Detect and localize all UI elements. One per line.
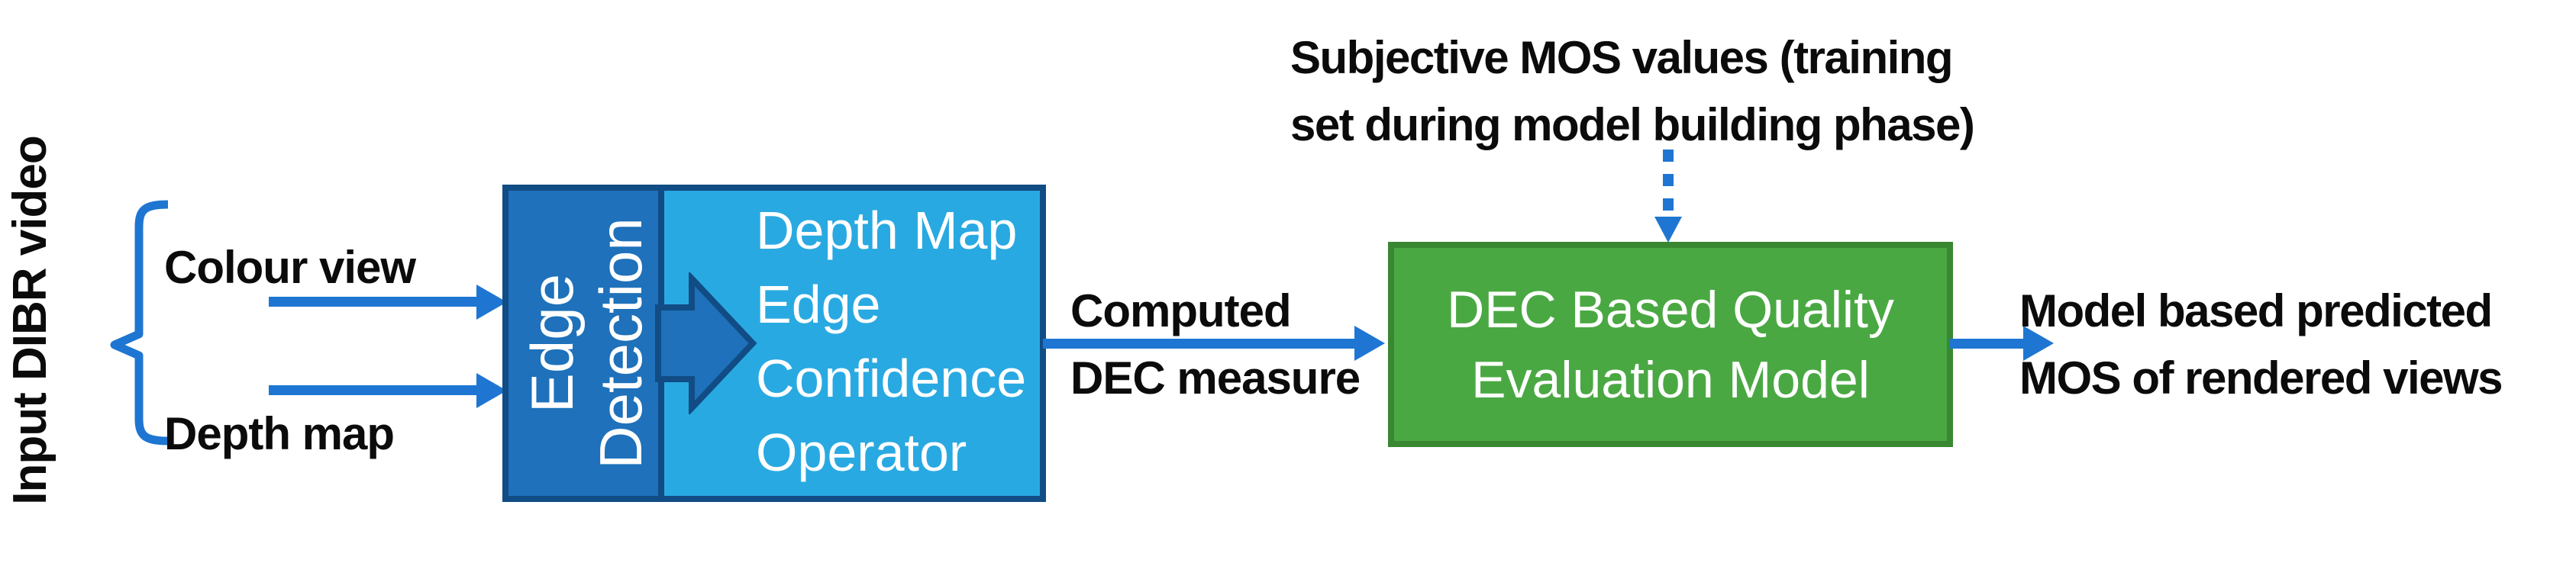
training-dashed-arrow-shaft (1663, 150, 1674, 220)
dec-operator-line4: Operator (756, 423, 967, 482)
quality-model-box: DEC Based Quality Evaluation Model (1388, 242, 1953, 447)
computed-dec-arrow-shaft (1043, 339, 1357, 349)
quality-model-line2: Evaluation Model (1471, 350, 1870, 409)
depth-map-arrow-shaft (269, 385, 479, 395)
output-arrow-head-icon (2023, 326, 2054, 361)
subjective-mos-label-line1: Subjective MOS values (training (1290, 32, 1954, 83)
brace-icon (110, 200, 169, 446)
edge-detection-line2: Detection (587, 217, 654, 469)
computed-dec-label-line1: Computed (1070, 285, 1292, 336)
subjective-mos-label-line2: set during model building phase) (1290, 99, 1975, 150)
dec-operator-line3: Confidence (756, 349, 1027, 408)
colour-view-arrow-head-icon (476, 285, 507, 320)
dec-operator-label: Depth Map Edge Confidence Operator (756, 194, 1026, 490)
fat-arrow-icon (655, 272, 757, 414)
output-arrow-shaft (1950, 339, 2026, 349)
dec-operator-line1: Depth Map (756, 201, 1018, 260)
output-label-line2: MOS of rendered views (2019, 352, 2503, 404)
edge-detection-line1: Edge (518, 273, 586, 413)
depth-map-label: Depth map (164, 408, 395, 459)
colour-view-arrow-shaft (269, 297, 479, 307)
quality-model-line1: DEC Based Quality (1447, 280, 1894, 339)
training-dashed-arrow-head-icon (1654, 217, 1682, 243)
dec-operator-line2: Edge (756, 275, 881, 334)
computed-dec-arrow-head-icon (1354, 326, 1385, 361)
input-dibr-video-text: Input DIBR video (4, 136, 56, 505)
depth-map-arrow-head-icon (476, 373, 507, 408)
output-label-line1: Model based predicted (2019, 285, 2493, 336)
colour-view-label: Colour view (164, 242, 416, 293)
computed-dec-label-line2: DEC measure (1070, 352, 1361, 404)
